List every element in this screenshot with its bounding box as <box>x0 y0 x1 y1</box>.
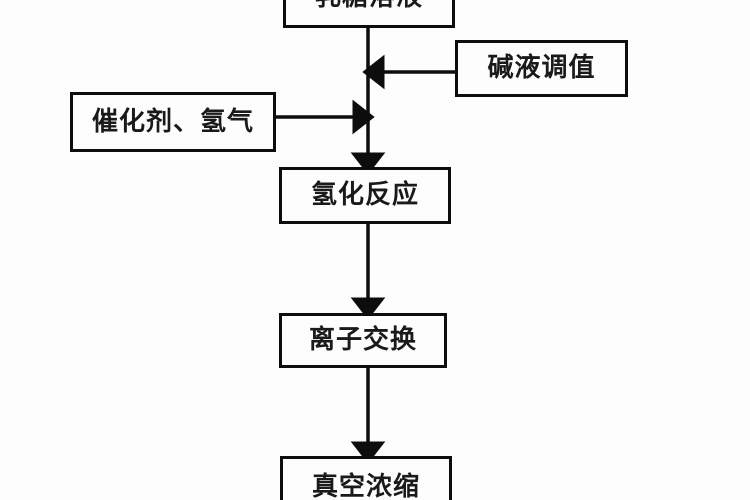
node-vacuum-concentration-label: 真空浓缩 <box>311 471 420 500</box>
node-lactose-solution[interactable]: 乳糖溶液 <box>283 0 455 28</box>
node-hydrogenation-label: 氢化反应 <box>310 180 419 211</box>
node-catalyst-hydrogen[interactable]: 催化剂、氢气 <box>70 92 276 152</box>
node-catalyst-hydrogen-label: 催化剂、氢气 <box>91 106 254 137</box>
node-ion-exchange-label: 离子交换 <box>308 325 417 356</box>
node-alkali-adjust-label: 碱液调值 <box>487 53 596 84</box>
node-hydrogenation[interactable]: 氢化反应 <box>279 167 451 224</box>
node-ion-exchange[interactable]: 离子交换 <box>279 313 447 368</box>
node-vacuum-concentration[interactable]: 真空浓缩 <box>280 456 452 500</box>
node-lactose-solution-label: 乳糖溶液 <box>315 0 423 11</box>
node-alkali-adjust[interactable]: 碱液调值 <box>455 40 628 97</box>
